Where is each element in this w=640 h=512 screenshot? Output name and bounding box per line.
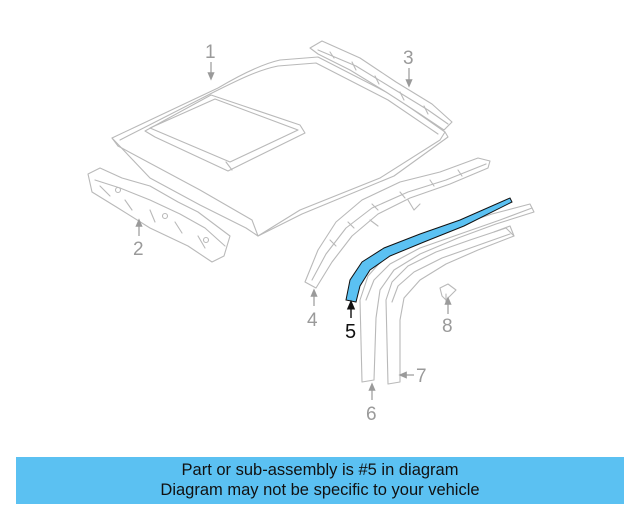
callout-4: 4 — [307, 310, 318, 331]
callout-7: 7 — [416, 366, 427, 387]
side-roof-rail — [304, 157, 491, 289]
pillar-outer-7 — [385, 225, 515, 385]
banner-line-1: Part or sub-assembly is #5 in diagram — [181, 461, 459, 479]
callout-1: 1 — [205, 42, 216, 63]
callout-2: 2 — [133, 239, 144, 260]
parts-diagram: 1 2 3 4 5 6 7 8 — [87, 40, 535, 425]
front-header-rail — [87, 167, 231, 263]
callout-6: 6 — [366, 404, 377, 425]
rear-roof-rail — [309, 40, 453, 131]
callout-8: 8 — [442, 316, 453, 337]
info-banner: Part or sub-assembly is #5 in diagram Di… — [16, 457, 624, 504]
roof-panel — [111, 56, 449, 237]
highlighted-part-5 — [345, 197, 513, 303]
clip-fastener — [439, 283, 457, 303]
callout-3: 3 — [403, 48, 414, 69]
callout-5: 5 — [345, 321, 356, 343]
banner-line-2: Diagram may not be specific to your vehi… — [160, 481, 480, 499]
